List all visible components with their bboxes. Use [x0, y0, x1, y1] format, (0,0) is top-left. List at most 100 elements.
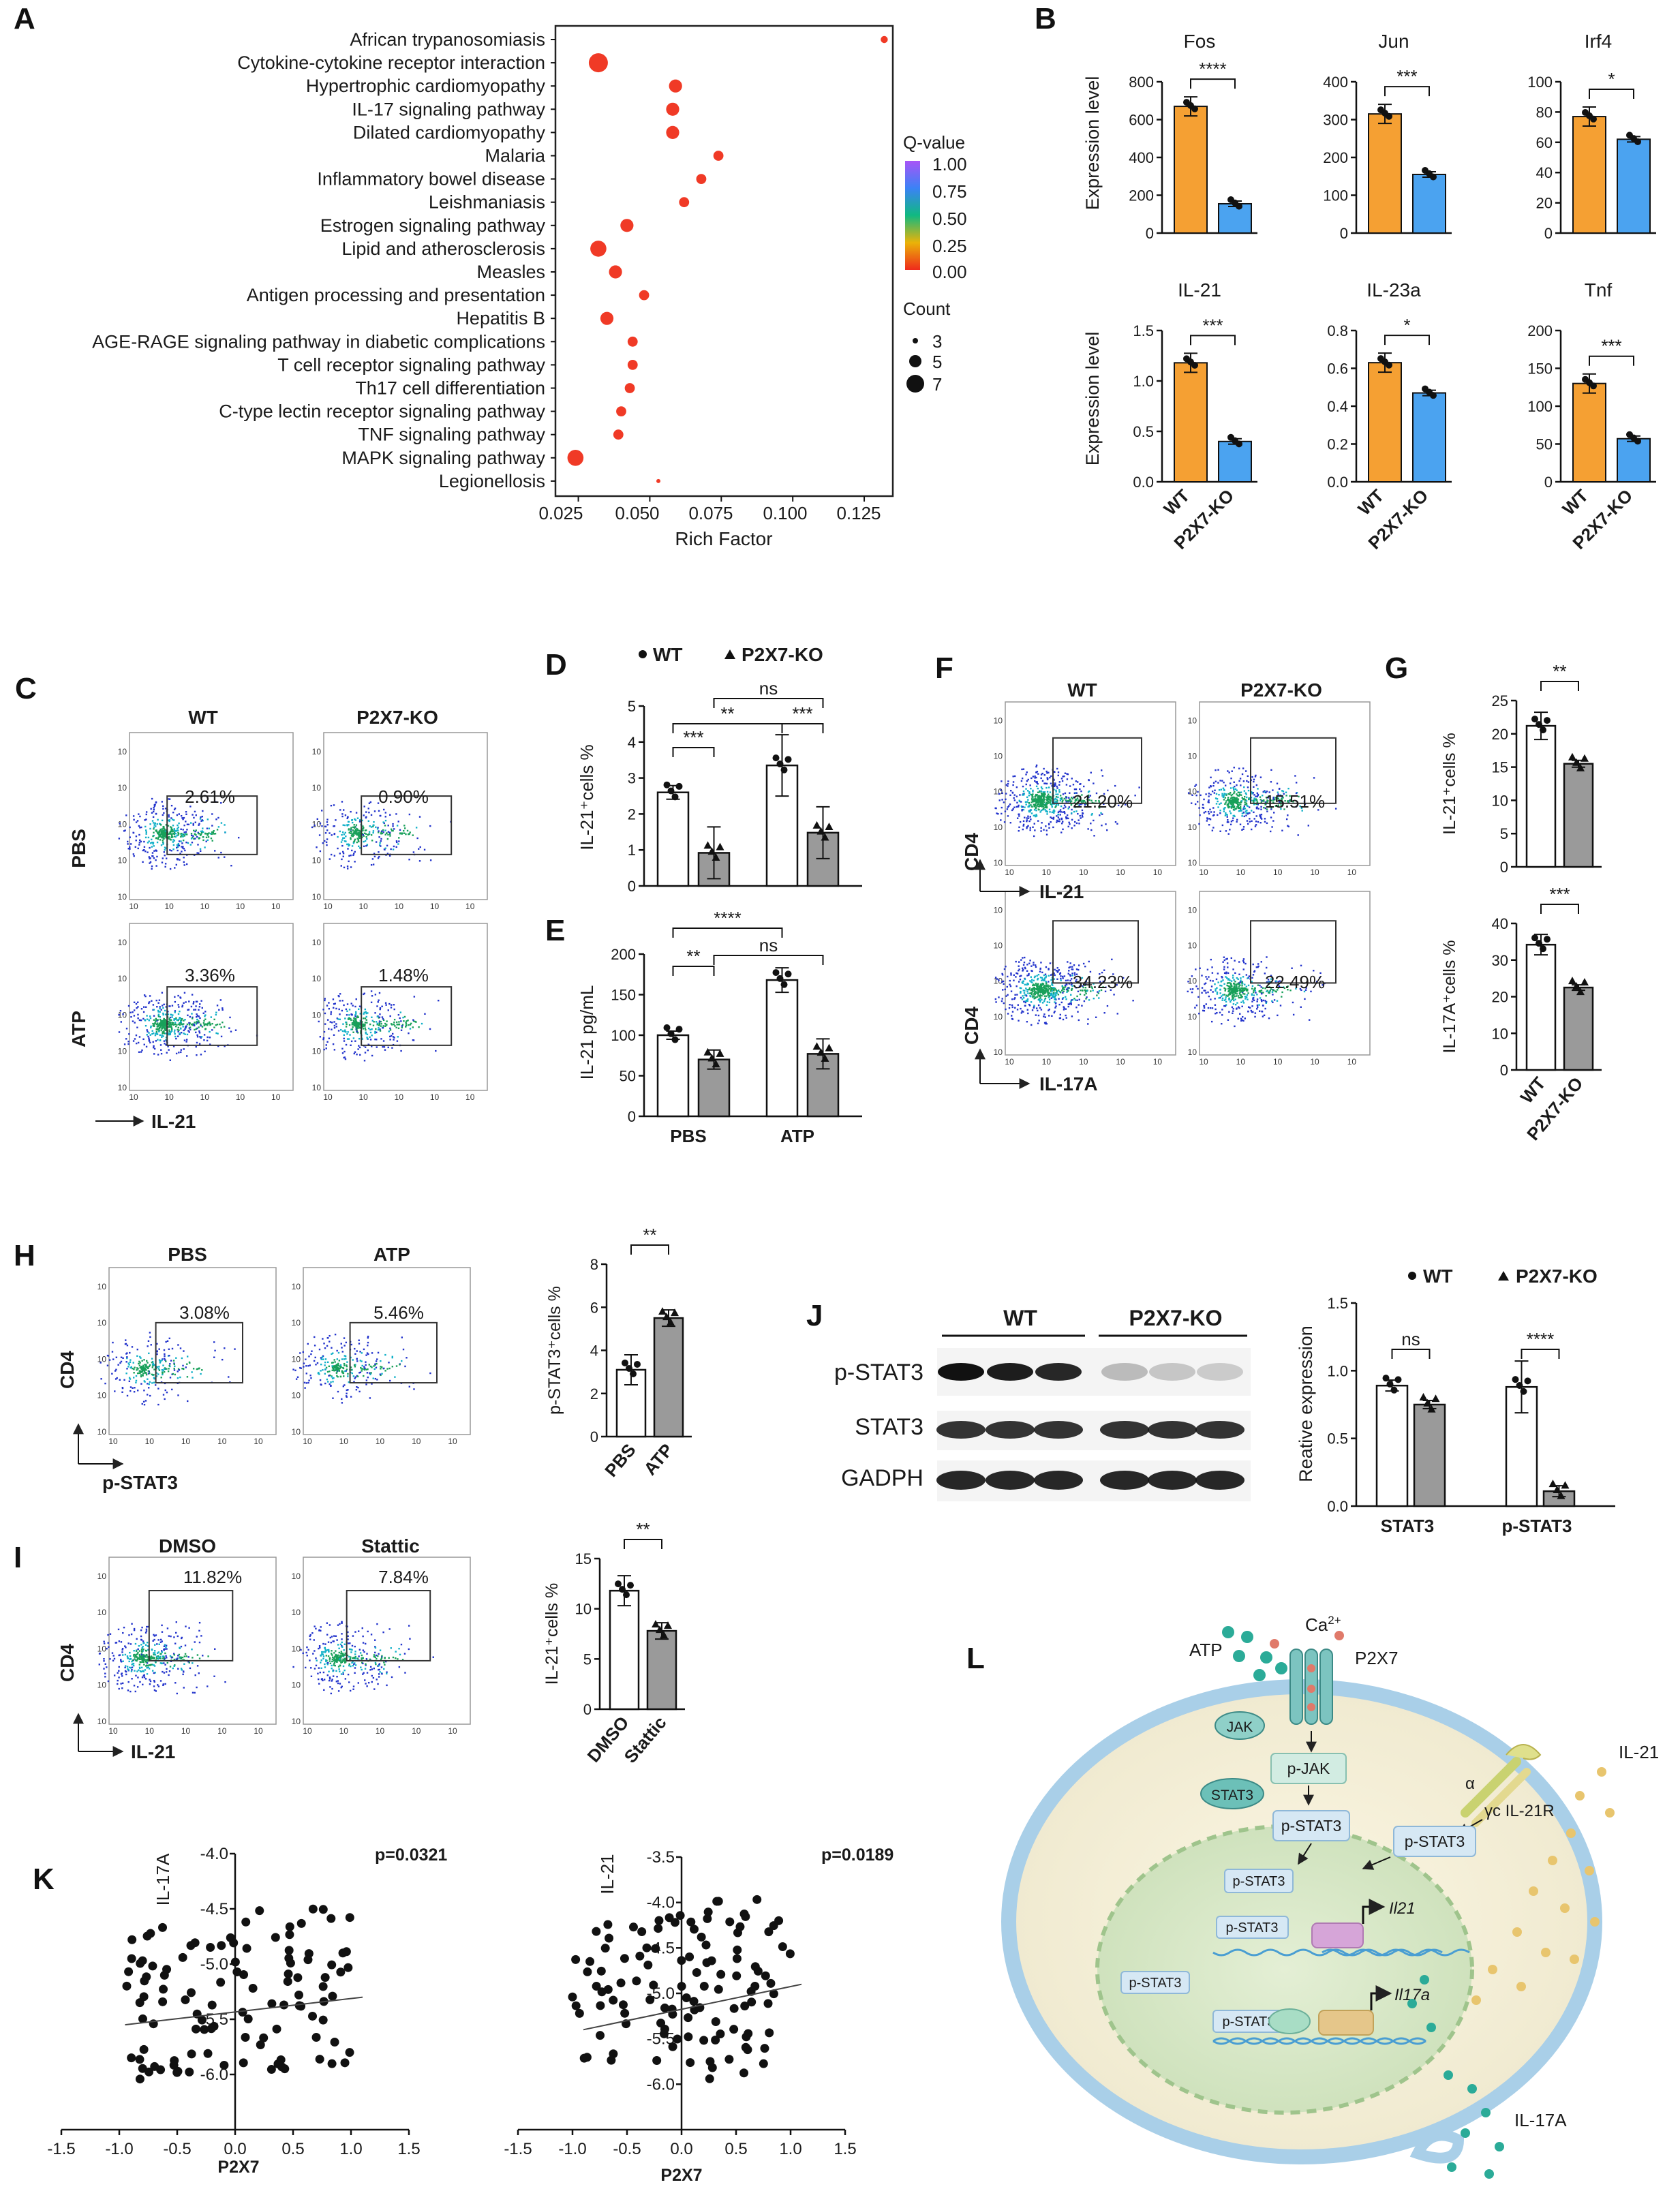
- f-il21-wt-event: [1065, 816, 1067, 818]
- c-pbs-wt-event: [180, 828, 182, 831]
- f-il17-wt-event: [1037, 1009, 1039, 1012]
- f-il17-wt-event: [1061, 975, 1064, 978]
- c-pbs-ko-event: [342, 853, 345, 855]
- f-il17-wt-event: [1111, 958, 1113, 961]
- f-il17-wt-event: [1002, 989, 1004, 991]
- c-atp-wt-event: [196, 1018, 198, 1021]
- f-il21-ko-event: [1266, 801, 1268, 803]
- f-il17-ko-event: [1227, 987, 1230, 990]
- f-il17-ko-event: [1227, 966, 1229, 968]
- f-il21-ko-event: [1195, 794, 1197, 797]
- f-il17-wt-event: [1028, 962, 1030, 964]
- c-pbs-ko-event: [339, 809, 341, 811]
- c-pbs-wt-event: [197, 844, 199, 846]
- f-il21-wt-event: [1083, 800, 1086, 802]
- c-atp-wt-event: [164, 1024, 166, 1026]
- f-il17-wt-event: [1036, 985, 1038, 987]
- f-il21-wt-event: [1069, 799, 1071, 801]
- c-pbs-ko-tick: 10: [312, 747, 322, 756]
- c-atp-ko-event: [355, 998, 357, 1000]
- f-il17-ko-event: [1249, 1007, 1251, 1009]
- c-atp-wt-event: [137, 1017, 139, 1020]
- c-atp-ko-event: [380, 1023, 382, 1025]
- f-il17-wt-event: [1095, 1016, 1097, 1018]
- f-il21-wt-event: [1022, 806, 1024, 808]
- f-il21-wt-event: [1046, 777, 1048, 779]
- f-il17-ko-event: [1266, 981, 1268, 983]
- c-pbs-wt-event: [200, 820, 202, 822]
- f-il21-wt-event: [1071, 818, 1073, 821]
- c-atp-wt-event: [164, 1009, 166, 1012]
- f-il21-wt-event: [1001, 806, 1003, 809]
- c-atp-wt-event: [174, 1035, 177, 1038]
- c-pbs-ko-event: [352, 821, 354, 824]
- f-il17-wt-event: [1001, 974, 1004, 976]
- c-pbs-wt-event: [138, 833, 140, 836]
- f-il21-ko-event: [1227, 833, 1230, 835]
- c-atp-wt-event: [177, 1026, 179, 1029]
- f-il17-wt-event: [1040, 985, 1042, 987]
- c-atp-wt-event: [204, 1050, 206, 1053]
- f-il21-wt-event: [1073, 825, 1075, 827]
- qvalue-legend-title: Q-value: [903, 132, 965, 153]
- f-il17-wt-event: [1043, 998, 1046, 1000]
- f-il21-ko-tick: 10: [1236, 868, 1246, 877]
- h-pbs-event: [133, 1391, 136, 1393]
- c-pbs-wt-event: [155, 801, 157, 803]
- pathway-label: African trypanosomiasis: [350, 29, 545, 50]
- f-il17-wt-event: [1064, 984, 1067, 987]
- f-il21-wt-event: [1082, 801, 1085, 803]
- c-pbs-wt-event: [144, 825, 147, 828]
- f-il17-ko-event: [1223, 966, 1225, 968]
- c-atp-wt-event: [175, 1037, 177, 1040]
- f-il17-wt-event: [1048, 995, 1050, 997]
- c-atp-wt-event: [163, 1017, 165, 1020]
- f-il21-wt-event: [1022, 808, 1025, 811]
- f-il17-wt-event: [1098, 997, 1100, 999]
- f-il17-wt-event: [1069, 1002, 1071, 1005]
- c-atp-wt-event: [158, 1022, 160, 1024]
- f-il17-wt-event: [1035, 964, 1037, 966]
- c-atp-wt-event: [176, 1019, 178, 1021]
- f-il17-ko-event: [1275, 980, 1277, 983]
- f-il17-wt-event: [1084, 990, 1087, 992]
- f-il21-wt-event: [1076, 797, 1079, 799]
- c-pbs-ko-event: [352, 853, 355, 855]
- c-atp-ko-event: [326, 1041, 329, 1043]
- f-il21-wt-event: [1033, 805, 1036, 808]
- f-il21-wt-event: [1012, 781, 1015, 783]
- f-il17-ko-event: [1267, 979, 1270, 981]
- f-il17-wt-event: [1075, 968, 1078, 970]
- f-il21-ko-event: [1241, 773, 1244, 776]
- f-il17-ko-event: [1241, 981, 1243, 983]
- f-il17-wt-event: [1132, 1000, 1134, 1002]
- f-il17-wt-event: [1106, 1005, 1109, 1007]
- f-il17-wt-event: [1053, 987, 1055, 989]
- c-atp-wt-event: [224, 1045, 226, 1047]
- c-pbs-ko-event: [415, 827, 418, 829]
- c-atp-ko-event: [365, 1031, 367, 1034]
- b-subplot-title: IL-21: [1178, 279, 1221, 301]
- c-pbs-wt-event: [200, 831, 203, 834]
- c-atp-ko-event: [393, 1021, 395, 1024]
- h-pbs-event: [158, 1348, 160, 1350]
- f-il21-wt-event: [1012, 784, 1014, 786]
- f-il21-ko-event: [1224, 807, 1226, 809]
- c-atp-wt-event: [165, 1024, 167, 1026]
- f-il17-ko-event: [1240, 1017, 1242, 1020]
- f-il21-ko-event: [1214, 789, 1216, 791]
- f-il21-wt-event: [1028, 791, 1030, 793]
- c-atp-ko-event: [322, 1009, 324, 1011]
- panel-label-g: G: [1385, 652, 1408, 685]
- f-il21-wt-event: [1089, 795, 1092, 797]
- c-atp-ko-event: [338, 995, 340, 998]
- f-il17-wt-event: [1011, 1004, 1013, 1007]
- f-il21-wt-event: [1028, 792, 1030, 795]
- panel-b-ylabel-top: Expression level: [1082, 76, 1103, 211]
- h-pbs-event: [157, 1388, 159, 1390]
- f-il17-wt-event: [1087, 1018, 1089, 1020]
- f-il17-wt-event: [1027, 983, 1030, 985]
- f-il17-wt-event: [1045, 982, 1048, 984]
- f-il21-wt-event: [1045, 782, 1048, 785]
- c-pbs-ko-event: [354, 851, 356, 853]
